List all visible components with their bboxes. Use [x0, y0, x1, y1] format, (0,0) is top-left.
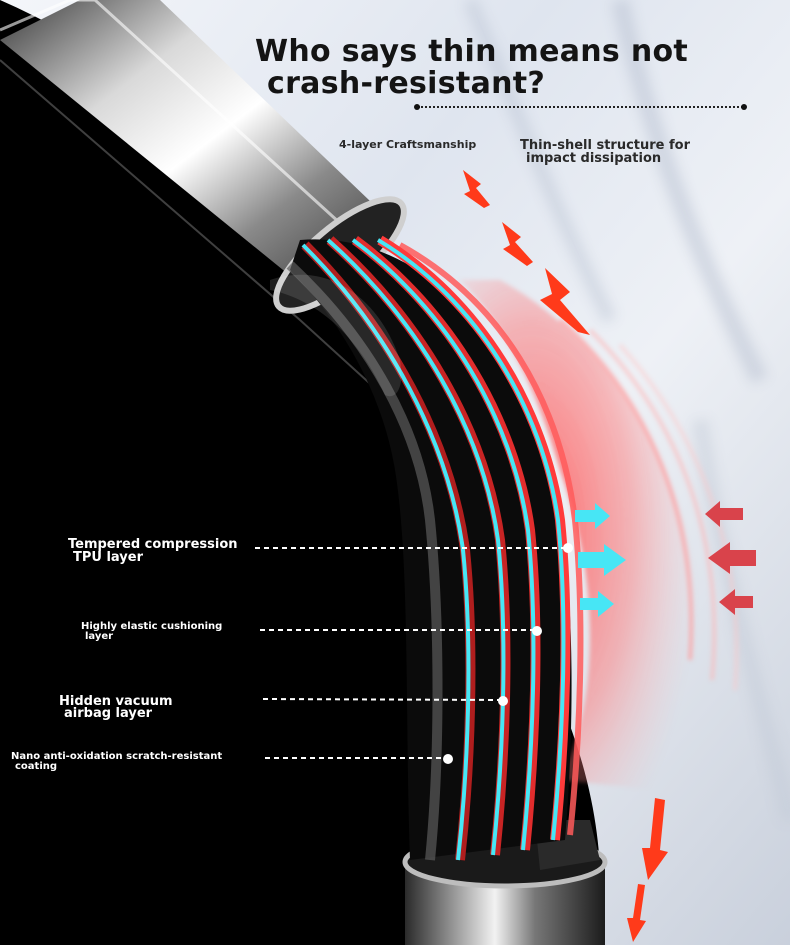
headline-divider: [414, 104, 747, 110]
layer-label-line-1: Nano anti-oxidation scratch-resistant: [11, 751, 223, 762]
feature-right: Thin-shell structure for impact dissipat…: [520, 139, 740, 165]
layer-label-coating: Nano anti-oxidation scratch-resistant co…: [11, 752, 222, 772]
feature-right-line-1: Thin-shell structure for: [520, 138, 691, 153]
headline: Who says thin means not crash-resistant?: [255, 36, 755, 100]
layer-label-airbag: Hidden vacuum airbag layer: [59, 694, 173, 721]
layer-label-line-1: Highly elastic cushioning: [81, 621, 223, 632]
layer-label-line-2: coating: [15, 761, 58, 772]
feature-right-line-2: impact dissipation: [526, 151, 662, 166]
inbound-arrow-icon: [705, 501, 756, 615]
headline-line-1: Who says thin means not: [255, 34, 689, 69]
feature-left: 4-layer Craftsmanship: [339, 138, 477, 151]
red-arrow-icon: [463, 170, 668, 942]
impact-glow: [460, 280, 739, 790]
layer-label-line-1: Hidden vacuum: [59, 694, 173, 709]
layer-label-line-2: TPU layer: [73, 550, 144, 565]
fabric-folds: [463, 0, 790, 822]
leader-lines: [255, 547, 565, 759]
layer-label-line-2: layer: [85, 631, 114, 642]
layer-label-line-2: airbag layer: [64, 706, 153, 721]
layer-label-cushioning: Highly elastic cushioning layer: [81, 622, 222, 642]
headline-line-2: crash-resistant?: [267, 66, 546, 101]
layer-label-line-1: Tempered compression: [68, 537, 238, 552]
layer-label-tpu: Tempered compression TPU layer: [68, 538, 238, 564]
cyan-arrow-icon: [575, 503, 626, 617]
white-dot-marker: [443, 543, 573, 764]
